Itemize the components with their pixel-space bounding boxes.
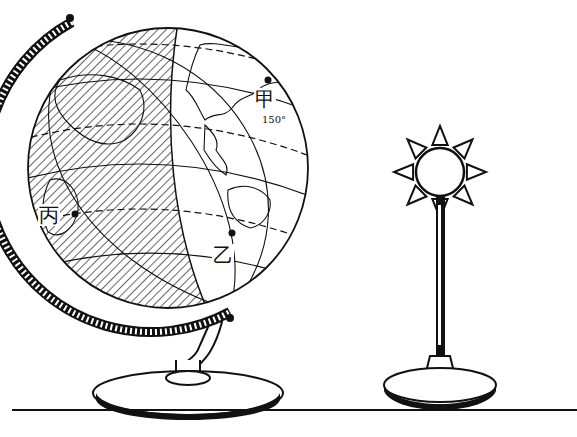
axis-knob <box>226 314 234 322</box>
point-bing <box>72 211 79 218</box>
point-jia <box>265 77 272 84</box>
stand-collar <box>166 371 210 385</box>
meridian-ring-ticks <box>0 22 230 332</box>
point-label: 乙 <box>212 244 234 266</box>
point-label: 甲 <box>254 88 276 110</box>
sun-ray <box>432 126 447 145</box>
continents <box>43 44 292 235</box>
sun-ray <box>394 164 413 179</box>
lamp-pole <box>436 196 445 356</box>
stand-base-rim <box>96 393 280 420</box>
point-yi <box>229 230 236 237</box>
meridian-lines <box>49 40 269 310</box>
latitude-lines <box>20 44 320 285</box>
lamp-base-rim <box>384 385 496 410</box>
ground-line <box>12 409 577 411</box>
point-label: 丙 <box>38 204 60 226</box>
sun-ray <box>467 164 486 179</box>
lamp-pole-highlight <box>438 205 441 345</box>
meridian-ring <box>0 22 230 332</box>
longitude-label: 150° <box>262 115 286 125</box>
lamp-base <box>384 368 496 402</box>
axis-knob <box>66 14 74 22</box>
sun-disc <box>416 148 464 196</box>
